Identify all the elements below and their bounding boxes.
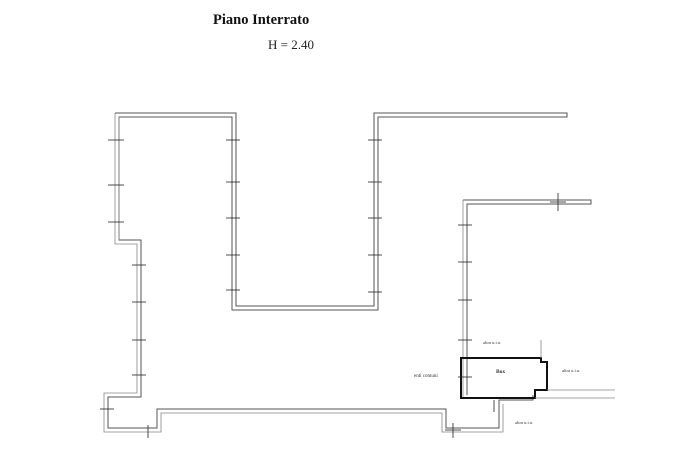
- wall-ticks-center-left: [226, 139, 240, 291]
- floor-title: Piano Interrato: [213, 12, 310, 28]
- wall-ticks-right: [445, 193, 566, 438]
- label-altra-uiu-top: altra u.i.u.: [483, 340, 501, 345]
- wall-ticks-left: [100, 139, 149, 438]
- box-unit-outline: [460, 357, 548, 399]
- ceiling-height-label: H = 2.40: [268, 37, 314, 52]
- label-box: Box: [496, 369, 505, 375]
- inner-wall: [103, 113, 504, 433]
- wall-ticks-center-right: [368, 139, 382, 293]
- label-altra-uiu-bottom: altra u.i.u.: [515, 420, 533, 425]
- outer-wall: [107, 112, 568, 429]
- label-altra-uiu-right: altra u.i.u.: [562, 368, 580, 373]
- altra-uiu-right-boundary: [535, 389, 615, 399]
- label-enti-comuni: enti comuni: [414, 374, 438, 379]
- right-wing-wall: [463, 199, 592, 395]
